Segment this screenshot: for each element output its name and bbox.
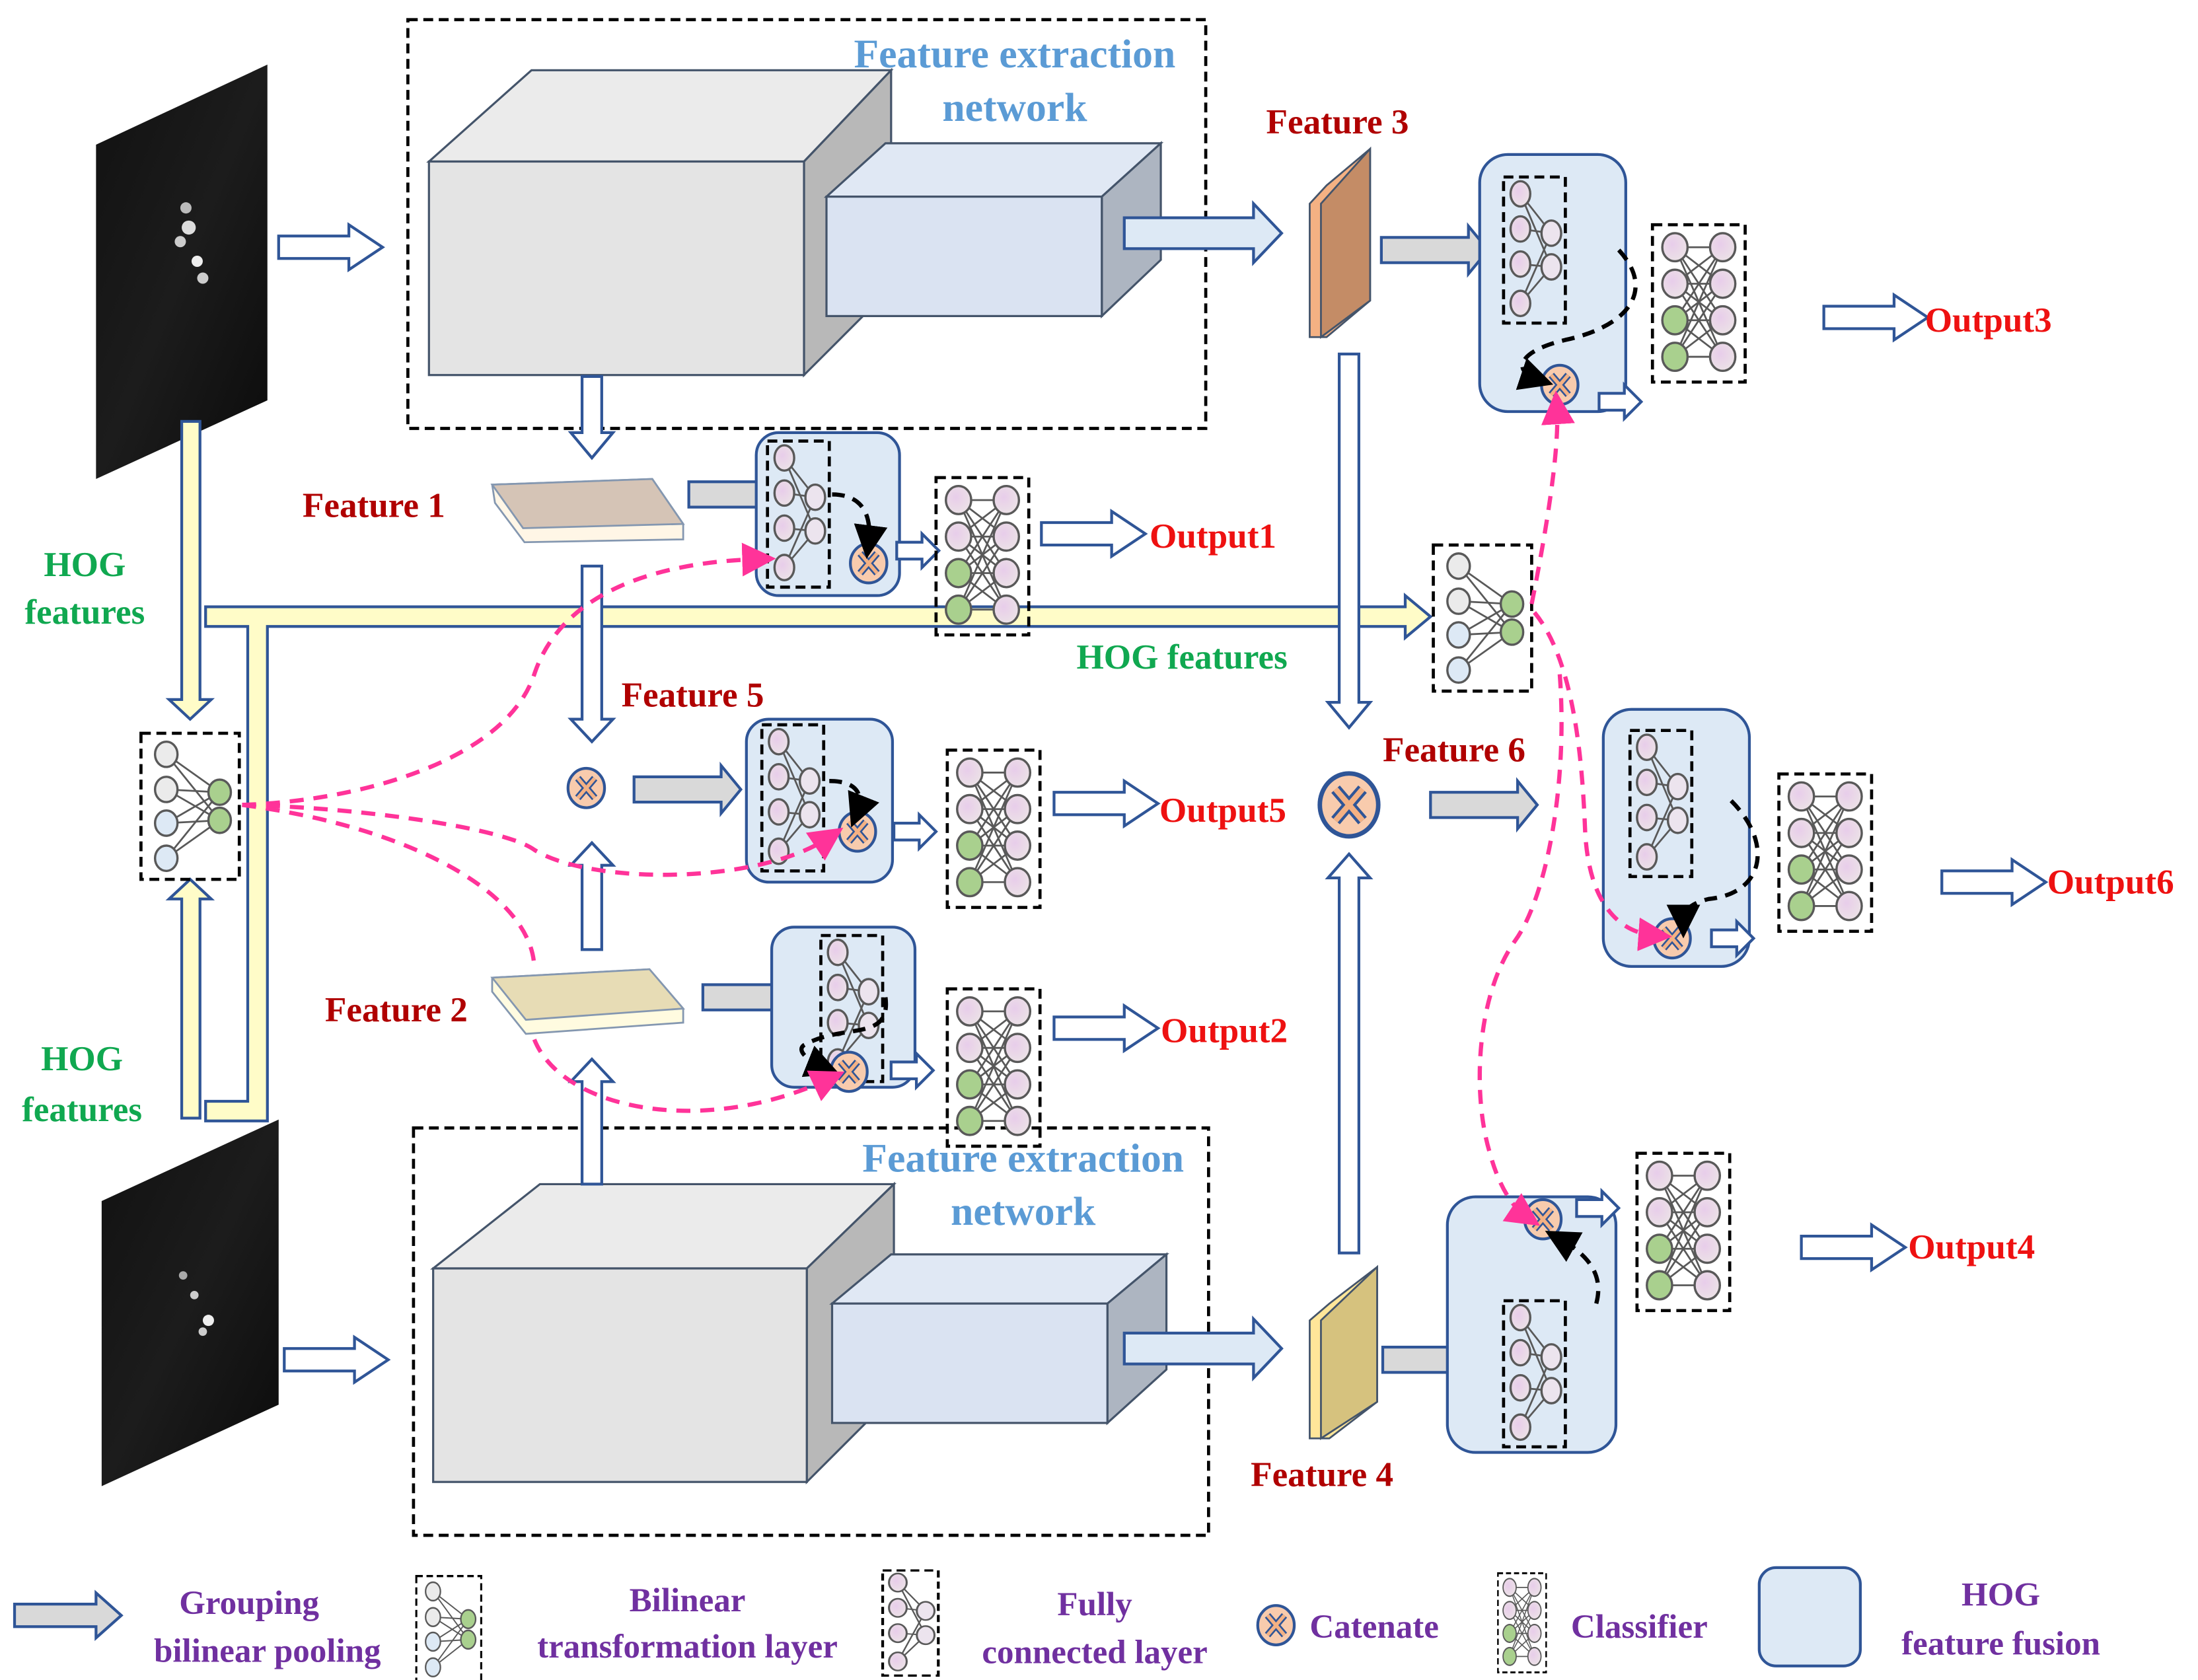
feature1-label: Feature 1	[303, 486, 445, 525]
output1-label: Output1	[1150, 517, 1276, 556]
legend-grouping-line2: bilinear pooling	[154, 1632, 381, 1669]
legend-hog-fusion-icon	[1757, 1566, 1862, 1667]
legend-hog-fusion-line1: HOG	[1961, 1576, 2040, 1613]
feature2-plate	[490, 968, 685, 1035]
output6-label: Output6	[2047, 863, 2174, 901]
output3-label: Output3	[1925, 301, 2052, 340]
legend-gbp-icon	[415, 1574, 483, 1680]
network-to-feature2-arrow	[568, 1057, 616, 1186]
hog-grouping-bilinear-pooling-right	[1434, 545, 1532, 691]
network-label-bottom-line2: network	[951, 1189, 1096, 1234]
legend-fully-line2: connected layer	[982, 1634, 1207, 1671]
image-to-network-arrow-top	[279, 225, 383, 270]
output5-label: Output5	[1159, 791, 1286, 830]
feature6-label: Feature 6	[1383, 731, 1525, 769]
hog-label-bottom-line2: features	[22, 1091, 142, 1129]
hog-fusion-block-3	[1381, 153, 1928, 419]
hog-fusion-block-1	[689, 431, 1146, 635]
legend-fully-line1: Fully	[1057, 1586, 1132, 1623]
hog-fusion-block-6	[1430, 708, 2045, 968]
hog-grouping-bilinear-pooling-left	[141, 733, 239, 879]
legend-bilinear-line1: Bilinear	[630, 1582, 746, 1619]
feature4-to-feature6-arrow	[1325, 852, 1374, 1255]
input-image-bottom	[101, 1119, 279, 1486]
image-to-network-arrow-bottom	[284, 1337, 388, 1382]
feature5-label: Feature 5	[622, 676, 764, 715]
feature4-slab	[1309, 1264, 1378, 1440]
feature6-catenate-icon	[1320, 774, 1378, 836]
hog-fusion-block-2	[703, 926, 1158, 1146]
hog-label-bottom-line1: HOG	[41, 1040, 123, 1078]
hog-feature-paths	[165, 420, 1433, 1122]
legend-grouping-arrow-icon	[13, 1589, 124, 1641]
feature2-to-feature5-arrow	[568, 840, 616, 951]
feature4-label: Feature 4	[1251, 1456, 1393, 1494]
hog-label-middle: HOG features	[1076, 638, 1287, 676]
feature2-label: Feature 2	[325, 991, 468, 1029]
legend-btl-icon	[883, 1570, 938, 1675]
feature-extraction-network-top: Feature extraction network	[406, 18, 1208, 430]
hog-connectors-right	[1477, 390, 1672, 1226]
network-label-top-line2: network	[942, 85, 1087, 130]
hog-connectors-left	[242, 542, 845, 1113]
legend-classifier-label: Classifier	[1571, 1609, 1708, 1646]
network-label-bottom-line1: Feature extraction	[862, 1136, 1184, 1181]
feature1-to-feature5-arrow	[568, 564, 616, 744]
network-label-top-line1: Feature extraction	[854, 32, 1176, 77]
output2-label: Output2	[1161, 1012, 1288, 1050]
output4-label: Output4	[1908, 1228, 2035, 1266]
feature3-label: Feature 3	[1266, 103, 1409, 141]
feature5-catenate-icon	[568, 768, 604, 808]
feature3-slab	[1309, 146, 1372, 340]
legend-grouping-line1: Grouping	[179, 1585, 319, 1622]
legend: Grouping bilinear pooling Bilinear trans…	[13, 1566, 2100, 1680]
feature1-plate	[490, 478, 685, 544]
hog-fusion-block-4	[1383, 1153, 1905, 1454]
network-to-feature1-arrow	[568, 375, 616, 460]
hog-label-top-line1: HOG	[44, 546, 126, 584]
feature-extraction-network-bottom: Feature extraction network	[412, 1126, 1210, 1537]
legend-bilinear-line2: transformation layer	[537, 1628, 838, 1665]
legend-classifier-icon	[1496, 1572, 1547, 1673]
legend-catenate-label: Catenate	[1309, 1609, 1439, 1646]
legend-catenate-icon	[1258, 1605, 1294, 1645]
legend-hog-fusion-line2: feature fusion	[1901, 1626, 2100, 1663]
feature3-to-feature6-arrow	[1325, 352, 1374, 730]
hog-fusion-block-5	[634, 717, 1158, 908]
input-image-top	[96, 64, 268, 480]
hog-label-top-line2: features	[24, 593, 145, 632]
